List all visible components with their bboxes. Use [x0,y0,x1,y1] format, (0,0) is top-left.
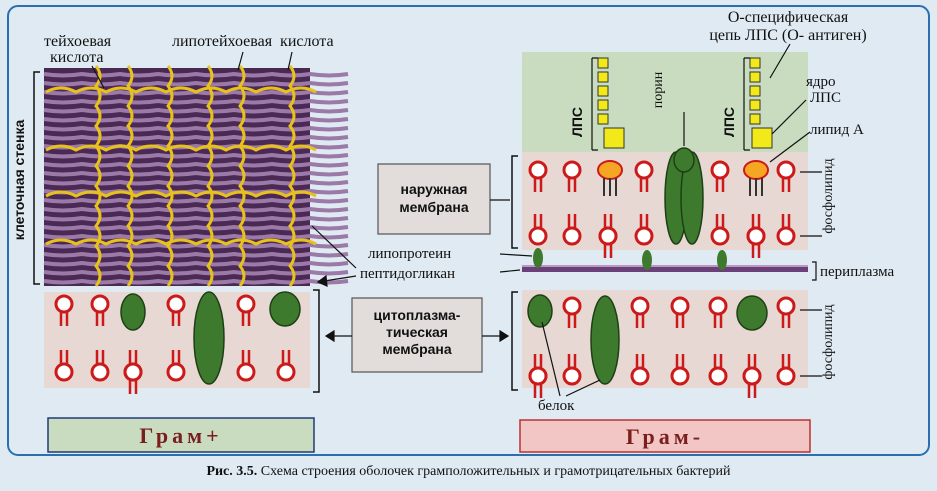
peptidoglycan-strand [43,170,349,177]
porin [664,147,704,245]
teichoic-acid-chains [45,65,317,287]
gram-negative-label: Грам- [626,424,704,449]
lipoprotein [533,248,543,268]
peptidoglycan-strand [43,215,349,222]
teichoic-chain [166,65,174,287]
caption-text: Схема строения оболочек грамположительны… [260,464,731,479]
protein-label: белок [538,398,575,414]
gp-membrane-bracket [313,289,320,393]
phospholipid-pointer-outer [800,171,822,237]
lps-label-right: ЛПС [721,107,737,137]
peptidoglycan-strand [43,116,349,123]
lipid-a-pointer [769,131,811,163]
figure-caption: Рис. 3.5. Схема строения оболочек грампо… [10,460,927,484]
cytoplasmic-membrane-pointers [324,329,510,343]
peptidoglycan-pointers [311,225,521,287]
periplasm-label: периплазма [820,264,894,280]
porin-label: порин [651,71,666,108]
peptidoglycan-strand [43,251,349,258]
gram-positive-peptidoglycan [43,68,349,286]
peptidoglycan-strand [43,179,349,186]
lps-molecule [591,57,625,196]
gram-negative-peptidoglycan [522,265,808,272]
protein-pointers [541,321,601,397]
peptidoglycan-strand [43,125,349,132]
outer-membrane-bracket [511,155,518,249]
gram-negative-cytoplasmic-membrane [522,290,808,400]
gram-positive-box: Грам+ [47,417,315,453]
membrane-protein [269,291,301,327]
lipoprotein-label: липопротеин [368,246,451,262]
peptidoglycan-strand [43,224,349,231]
phospholipid-pointer-inner [800,309,822,377]
o-chain-pointer [769,43,791,79]
lipoprotein [642,250,652,270]
gram-positive-cytoplasmic-membrane [44,291,310,396]
teichoic-chain [126,65,134,287]
teichoic-chain [288,65,296,287]
peptidoglycan-strand [43,71,349,78]
cell-wall-label: клеточная стенка [11,120,27,241]
gram-positive-label: Грам+ [139,423,222,448]
figure-border [7,5,930,456]
lps-molecule [743,57,773,196]
teichoic-chain [45,190,317,198]
lps-core-pointer [771,99,807,135]
gp-label-pointers [91,51,293,89]
teichoic-chain [238,65,246,287]
teichoic-chain [45,86,317,94]
teichoic-chain [94,65,102,287]
lps-label-left: ЛПС [569,107,585,137]
periplasm-bracket [812,261,817,281]
peptidoglycan-strand [43,152,349,159]
teichoic-chain [206,65,214,287]
lipoprotein [717,250,727,270]
peptidoglycan-strand [43,206,349,213]
phospholipid-label-outer: фосфолипид [821,158,836,233]
teichoic-chain [45,238,317,246]
peptidoglycan-strand [43,161,349,168]
membrane-protein [527,294,553,328]
peptidoglycan-strand [43,233,349,240]
phospholipid-label-inner: фосфолипид [821,304,836,379]
peptidoglycan-strand [43,80,349,87]
membrane-protein [590,295,620,385]
peptidoglycan-strand [43,260,349,267]
peptidoglycan-label: пептидогликан [360,266,455,282]
peptidoglycan-strand [43,197,349,204]
peptidoglycan-strand [43,134,349,141]
lipoteichoic-acid-label: липотейхоевая кислота [172,33,334,50]
peptidoglycan-strand [43,278,349,285]
peptidoglycan-strand [43,269,349,276]
teichoic-chain [45,144,317,152]
membrane-protein [193,291,225,385]
peptidoglycan-strand [43,107,349,114]
lipid-a-label: липид А [810,122,864,138]
cell-wall-bracket [33,71,40,285]
lipoprotein-pointer [499,253,533,257]
gram-negative-box: Грам- [519,419,811,453]
caption-number: Рис. 3.5. [206,464,258,479]
membrane-protein [736,295,768,331]
membrane-protein [120,293,146,331]
peptidoglycan-strand [43,98,349,105]
gn-membrane-bracket [511,291,518,391]
